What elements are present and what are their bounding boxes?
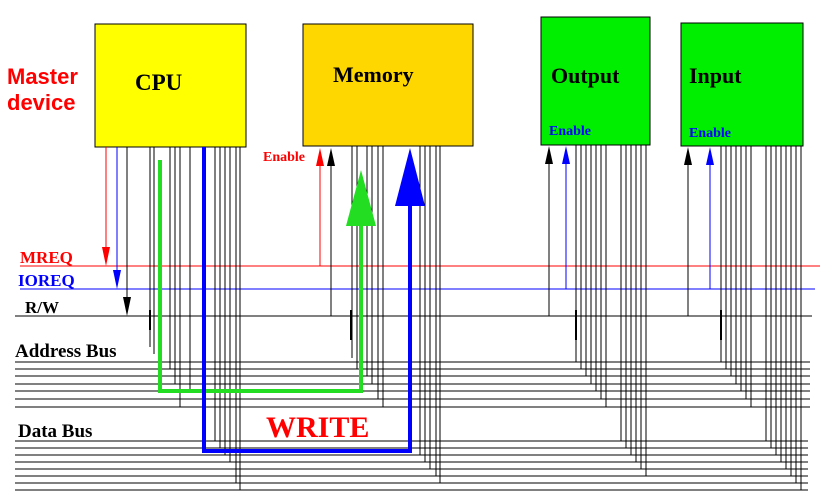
memory-enable-arrow: [316, 148, 324, 166]
rw-label: R/W: [25, 298, 59, 317]
output-rw-arrow: [545, 146, 553, 164]
address-bus-lines: [15, 361, 810, 408]
memory-label: Memory: [333, 62, 414, 87]
address-bus-label: Address Bus: [15, 341, 117, 362]
address-path: [158, 160, 363, 393]
mreq-label: MREQ: [20, 248, 73, 267]
data-bus-label: Data Bus: [18, 421, 92, 442]
memory-enable-label: Enable: [263, 150, 305, 165]
input-rw-arrow: [684, 147, 692, 165]
memory-box: [302, 23, 474, 147]
master-label-line1: Master: [7, 64, 78, 89]
cpu-rw-arrow: [123, 297, 131, 316]
bus-tap-lines: [149, 145, 802, 490]
write-label: WRITE: [266, 411, 369, 444]
input-enable-arrow: [706, 147, 714, 165]
cpu-label: CPU: [135, 70, 183, 95]
data-path: [202, 147, 412, 453]
master-label-line2: device: [7, 90, 76, 115]
cpu-ioreq-arrow: [113, 270, 121, 289]
input-label: Input: [689, 63, 742, 88]
cpu-box: [94, 23, 247, 148]
ioreq-label: IOREQ: [18, 271, 75, 290]
input-enable-label: Enable: [689, 126, 731, 141]
data-path-arrow: [395, 148, 425, 206]
address-path-arrow: [346, 170, 376, 226]
memory-rw-arrow: [327, 148, 335, 166]
output-enable-arrow: [562, 146, 570, 164]
input-box: [680, 22, 804, 147]
output-label: Output: [551, 63, 620, 88]
output-box: [540, 16, 651, 146]
output-enable-label: Enable: [549, 124, 591, 139]
cpu-mreq-arrow: [102, 247, 110, 266]
